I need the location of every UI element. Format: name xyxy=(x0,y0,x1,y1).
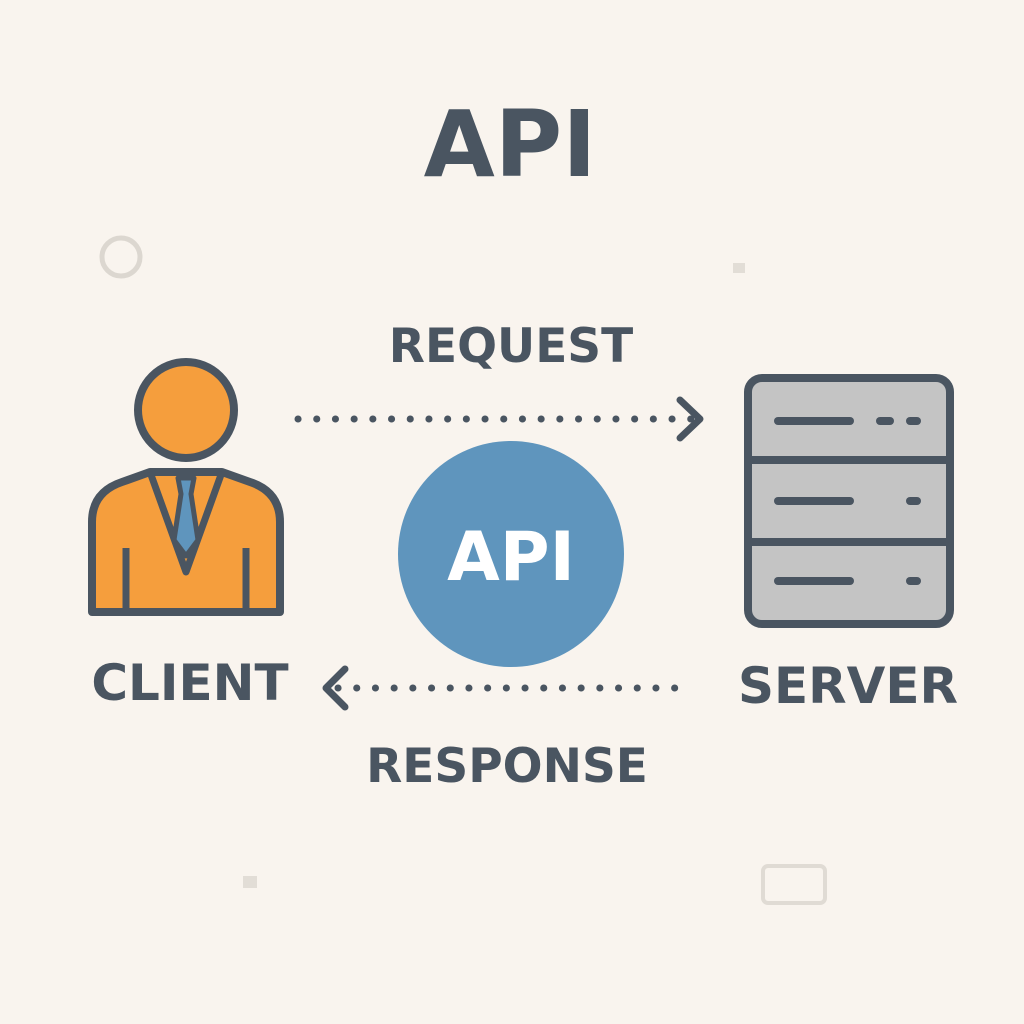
person-icon xyxy=(88,358,284,616)
decorative-rectangle xyxy=(761,864,827,905)
request-label: REQUEST xyxy=(389,319,633,374)
server-label: SERVER xyxy=(738,657,958,715)
decorative-ring xyxy=(99,235,143,279)
response-label: RESPONSE xyxy=(366,739,648,794)
response-edge xyxy=(322,665,696,711)
diagram-title: API xyxy=(424,91,597,198)
api-hub-label: API xyxy=(447,518,575,597)
server-icon xyxy=(744,374,954,628)
decorative-square xyxy=(243,876,257,888)
response-arrowhead-icon xyxy=(322,665,349,711)
request-edge xyxy=(294,396,704,442)
server-node: SERVER xyxy=(738,374,958,715)
api-hub-circle xyxy=(398,441,624,667)
client-node: CLIENT xyxy=(88,358,289,712)
decorative-square xyxy=(733,263,745,273)
request-arrowhead-icon xyxy=(676,396,704,442)
client-label: CLIENT xyxy=(91,654,288,712)
api-hub: API xyxy=(398,441,624,667)
